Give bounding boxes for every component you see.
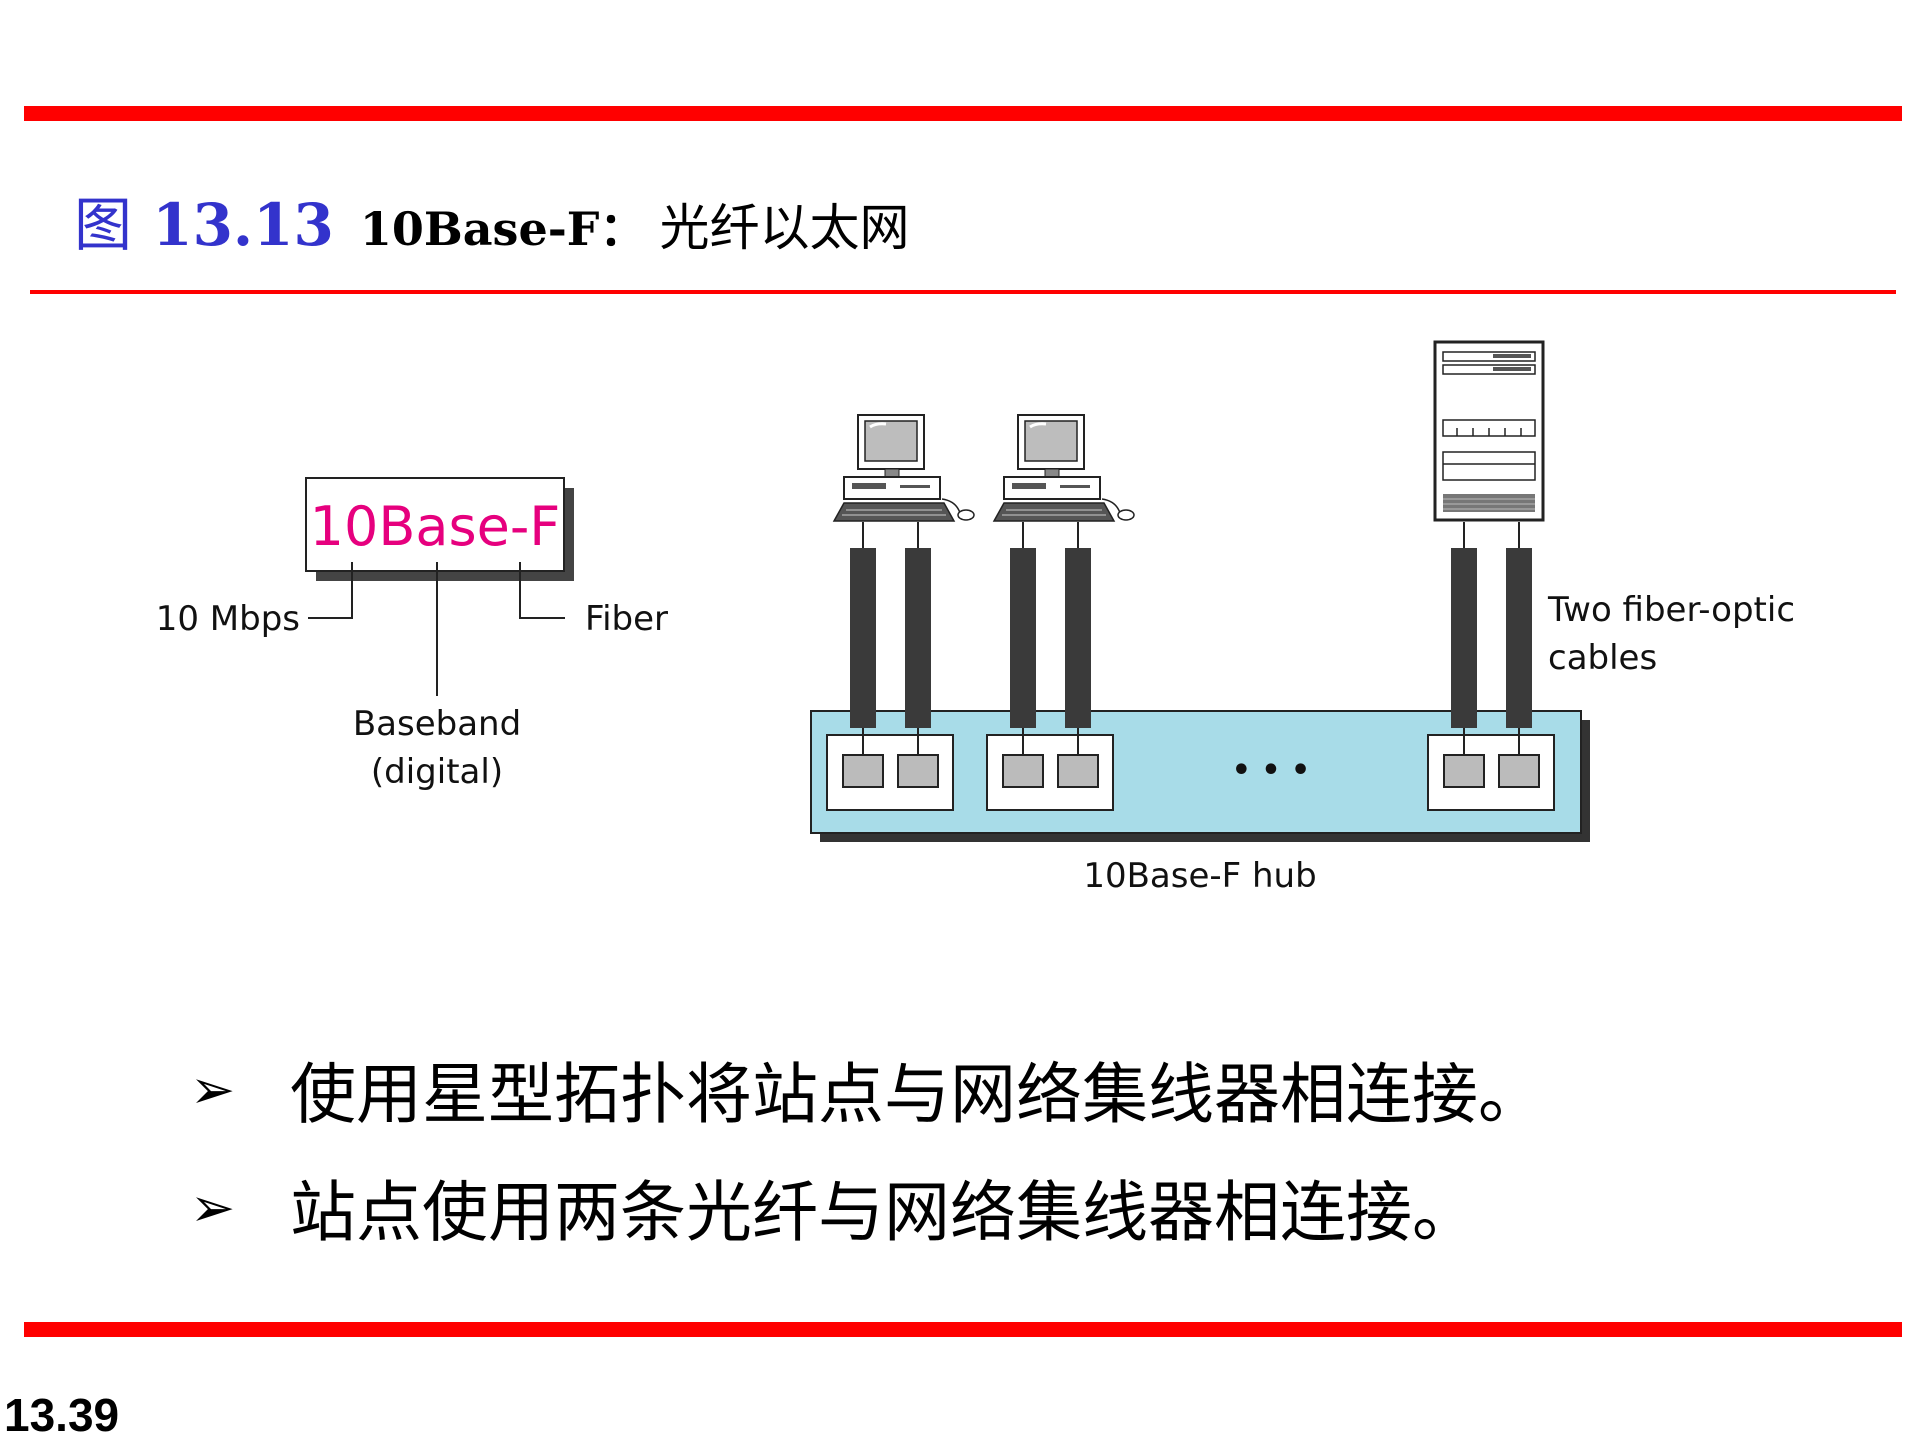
hub-port <box>1057 754 1099 788</box>
fiber-cable <box>1010 548 1036 728</box>
label-medium: Fiber <box>585 599 668 639</box>
fiber-cable <box>1065 548 1091 728</box>
bullet-text: 站点使用两条光纤与网络集线器相连接。 <box>290 1174 1478 1251</box>
slide-title: 图 13.13 10Base-F：光纤以太网 <box>74 178 909 262</box>
fiber-ethernet-diagram: 10Base-F 10 Mbps Fiber Baseband (digital… <box>156 340 1795 896</box>
name-box-frame <box>305 477 565 572</box>
workstation-icon <box>832 414 975 522</box>
label-signal-line1: Baseband <box>353 704 521 744</box>
hub-port <box>897 754 939 788</box>
page-number: 13.39 <box>4 1389 120 1441</box>
label-signal-line2: (digital) <box>371 752 503 792</box>
label-rate: 10 Mbps <box>156 599 300 639</box>
hub-port <box>1443 754 1485 788</box>
hub: • • • <box>810 710 1590 842</box>
leader-lines <box>308 562 565 696</box>
figure-title-cn: 光纤以太网 <box>659 199 910 257</box>
name-box-text: 10Base-F <box>310 495 561 558</box>
label-cables-line1: Two fiber-optic <box>1547 590 1795 630</box>
arrow-bullet-icon: ➢ <box>190 1175 236 1239</box>
top-red-rule <box>24 106 1902 121</box>
fiber-cables <box>850 522 1532 755</box>
figure-label: 图 13.13 <box>74 191 334 259</box>
figure-subtitle: 10Base-F： <box>359 202 646 256</box>
bullet-text: 使用星型拓扑将站点与网络集线器相连接。 <box>290 1056 1544 1133</box>
bottom-red-rule <box>24 1322 1902 1337</box>
bullet-item: ➢ 使用星型拓扑将站点与网络集线器相连接。 <box>190 1030 1544 1148</box>
name-box: 10Base-F <box>305 477 574 581</box>
hub-port <box>1002 754 1044 788</box>
fiber-cable <box>1451 548 1477 728</box>
hub-label: 10Base-F hub <box>1083 856 1316 896</box>
leader-medium <box>519 562 565 619</box>
hub-ellipsis: • • • <box>1232 753 1310 788</box>
leader-rate <box>308 562 353 619</box>
fiber-cable <box>905 548 931 728</box>
fiber-cable <box>850 548 876 728</box>
fiber-cable <box>1506 548 1532 728</box>
bullet-item: ➢ 站点使用两条光纤与网络集线器相连接。 <box>190 1148 1544 1266</box>
title-underline-rule <box>30 290 1896 294</box>
hub-port <box>1498 754 1540 788</box>
bullet-list: ➢ 使用星型拓扑将站点与网络集线器相连接。 ➢ 站点使用两条光纤与网络集线器相连… <box>190 1030 1544 1266</box>
workstation-icon <box>992 414 1135 522</box>
hub-port <box>842 754 884 788</box>
server-icon <box>1433 340 1545 522</box>
label-cables-line2: cables <box>1548 638 1657 678</box>
arrow-bullet-icon: ➢ <box>190 1057 236 1121</box>
